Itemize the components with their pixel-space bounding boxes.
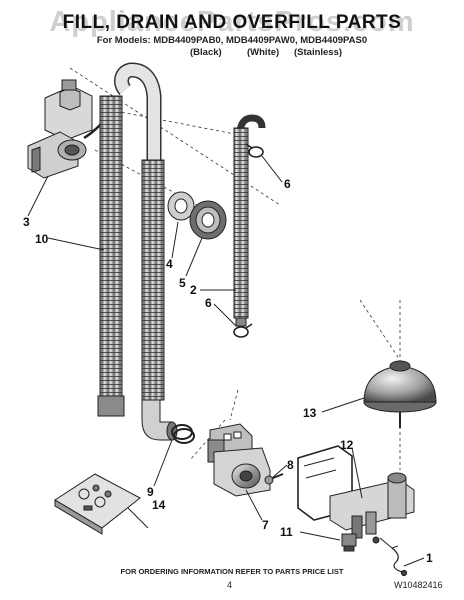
callout-6-lower: 6 <box>205 296 212 310</box>
switch-part-11 <box>341 533 357 552</box>
drain-hose-part-10 <box>97 62 178 441</box>
callout-4: 4 <box>166 257 173 271</box>
clamp-part-6-upper <box>245 143 264 158</box>
fill-hose-part-2 <box>233 114 266 327</box>
callout-8: 8 <box>287 458 294 472</box>
finish-label-black: (Black) <box>190 47 222 58</box>
callout-12: 12 <box>340 438 354 452</box>
screw-part-8 <box>264 473 284 485</box>
float-part-13 <box>363 360 437 428</box>
gasket-part-4 <box>167 191 195 221</box>
callout-leader-lines <box>27 155 425 567</box>
callout-6-upper: 6 <box>284 177 291 191</box>
wire-part-1 <box>391 547 408 577</box>
callout-11: 11 <box>280 525 293 539</box>
callout-10: 10 <box>35 232 49 246</box>
callout-3: 3 <box>23 215 30 229</box>
callout-2: 2 <box>190 283 197 297</box>
models-line: For Models: MDB4409PAB0, MDB4409PAW0, MD… <box>96 35 368 46</box>
float-switch-bracket-part-12 <box>297 445 415 549</box>
callout-9: 9 <box>147 485 154 499</box>
document-number: W10482416 <box>394 580 443 590</box>
hose-clamp-part-9 <box>171 424 195 444</box>
watermark-text: AppliancePartsPros.com <box>49 6 415 38</box>
clamp-part-6-lower <box>233 323 253 338</box>
drain-bracket-part-3 <box>27 79 112 179</box>
finish-label-stainless: (Stainless) <box>294 47 343 58</box>
callout-1: 1 <box>426 551 433 565</box>
callout-14: 14 <box>152 498 166 512</box>
diagram-title: FILL, DRAIN AND OVERFILL PARTS <box>62 12 402 33</box>
page-number: 4 <box>227 580 233 590</box>
inlet-valve-part-7 <box>207 423 271 497</box>
callout-7: 7 <box>262 518 269 532</box>
callout-5: 5 <box>179 276 186 290</box>
grommet-part-5 <box>189 200 227 240</box>
ordering-note: FOR ORDERING INFORMATION REFER TO PARTS … <box>120 567 344 576</box>
parts-bag-part-14 <box>54 473 141 535</box>
finish-label-white: (White) <box>247 47 280 58</box>
callout-13: 13 <box>303 406 317 420</box>
